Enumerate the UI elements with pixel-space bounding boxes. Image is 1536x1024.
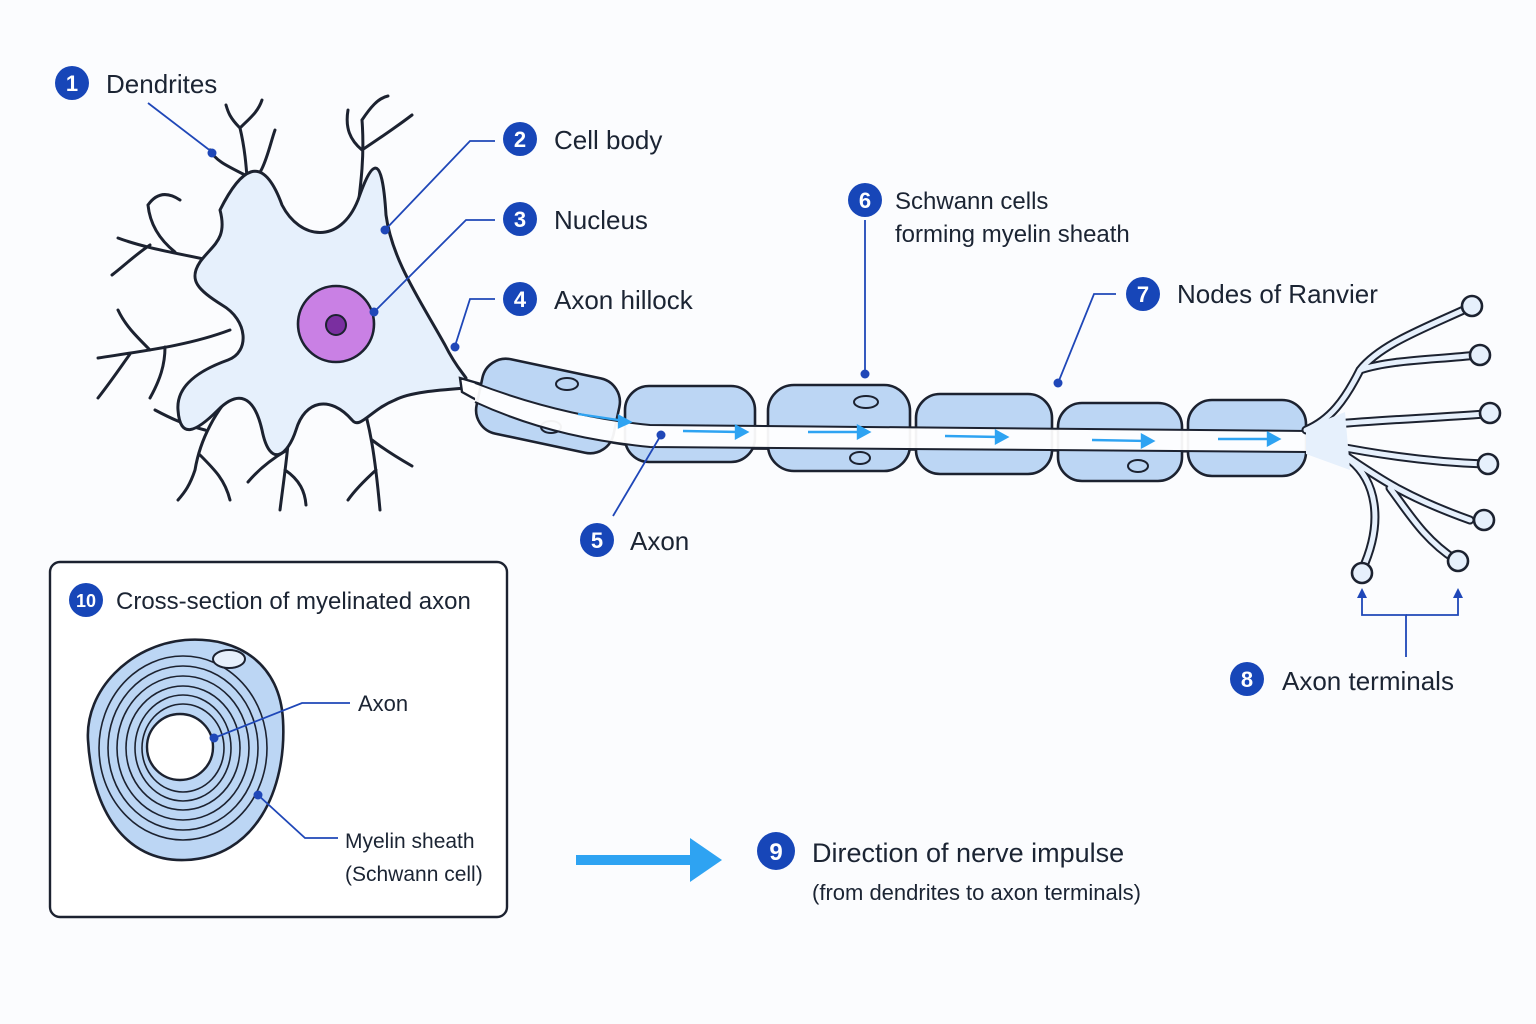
terminal-bulbs [1350,294,1502,585]
label-axon-terminals: Axon terminals [1282,666,1454,696]
axon-group [458,357,1312,483]
label-3: 3 Nucleus [503,202,648,236]
direction-subtitle: (from dendrites to axon terminals) [812,880,1141,905]
label-nodes-of-ranvier: Nodes of Ranvier [1177,279,1378,309]
label-nucleus: Nucleus [554,205,648,235]
label-8: 8 Axon terminals [1230,662,1454,696]
terminal-bulb [1478,401,1502,425]
svg-text:5: 5 [591,528,603,553]
label-2: 2 Cell body [503,122,662,156]
impulse-direction: 9 Direction of nerve impulse (from dendr… [576,832,1141,905]
cell-body-group [96,94,468,512]
svg-text:6: 6 [859,188,871,213]
axon-cross-section [145,712,215,782]
svg-text:1: 1 [66,71,78,96]
label-7: 7 Nodes of Ranvier [1126,277,1378,311]
nucleolus [325,314,347,336]
terminal-bulb [1472,508,1496,532]
label-4: 4 Axon hillock [503,282,694,316]
label-6: 6 Schwann cells forming myelin sheath [848,183,1130,248]
terminal-bulb [1350,561,1374,585]
svg-text:7: 7 [1137,282,1149,307]
svg-text:4: 4 [514,287,527,312]
terminal-bulb [1476,452,1500,476]
inset-myelin-label-line2: (Schwann cell) [345,863,483,886]
svg-text:2: 2 [514,127,526,152]
label-1: 1 Dendrites [55,66,217,100]
label-axon: Axon [630,526,689,556]
impulse-arrows [577,412,1282,450]
terminal-bulb [1460,294,1484,318]
axon-terminals [1301,294,1502,585]
label-schwann-cells: Schwann cells [895,188,1048,215]
cross-section-inset: 10 Cross-section of myelinated axon Axon… [48,560,509,919]
terminal-bulb [1446,549,1470,573]
svg-text:8: 8 [1241,667,1253,692]
label-schwann-cells-line2: forming myelin sheath [895,221,1130,248]
svg-text:9: 9 [769,839,782,866]
label-axon-hillock: Axon hillock [554,285,694,315]
leader-lines [147,102,1463,657]
svg-text:3: 3 [514,207,526,232]
inset-title: Cross-section of myelinated axon [116,588,471,615]
impulse-direction-arrow [576,838,722,882]
label-dendrites: Dendrites [106,69,217,99]
direction-title: Direction of nerve impulse [812,838,1124,868]
label-5: 5 Axon [580,523,689,557]
terminal-bulb [1468,343,1492,367]
label-cell-body: Cell body [554,125,662,155]
inset-myelin-label: Myelin sheath [345,830,475,853]
svg-text:10: 10 [76,591,96,611]
inset-axon-label: Axon [358,691,408,716]
